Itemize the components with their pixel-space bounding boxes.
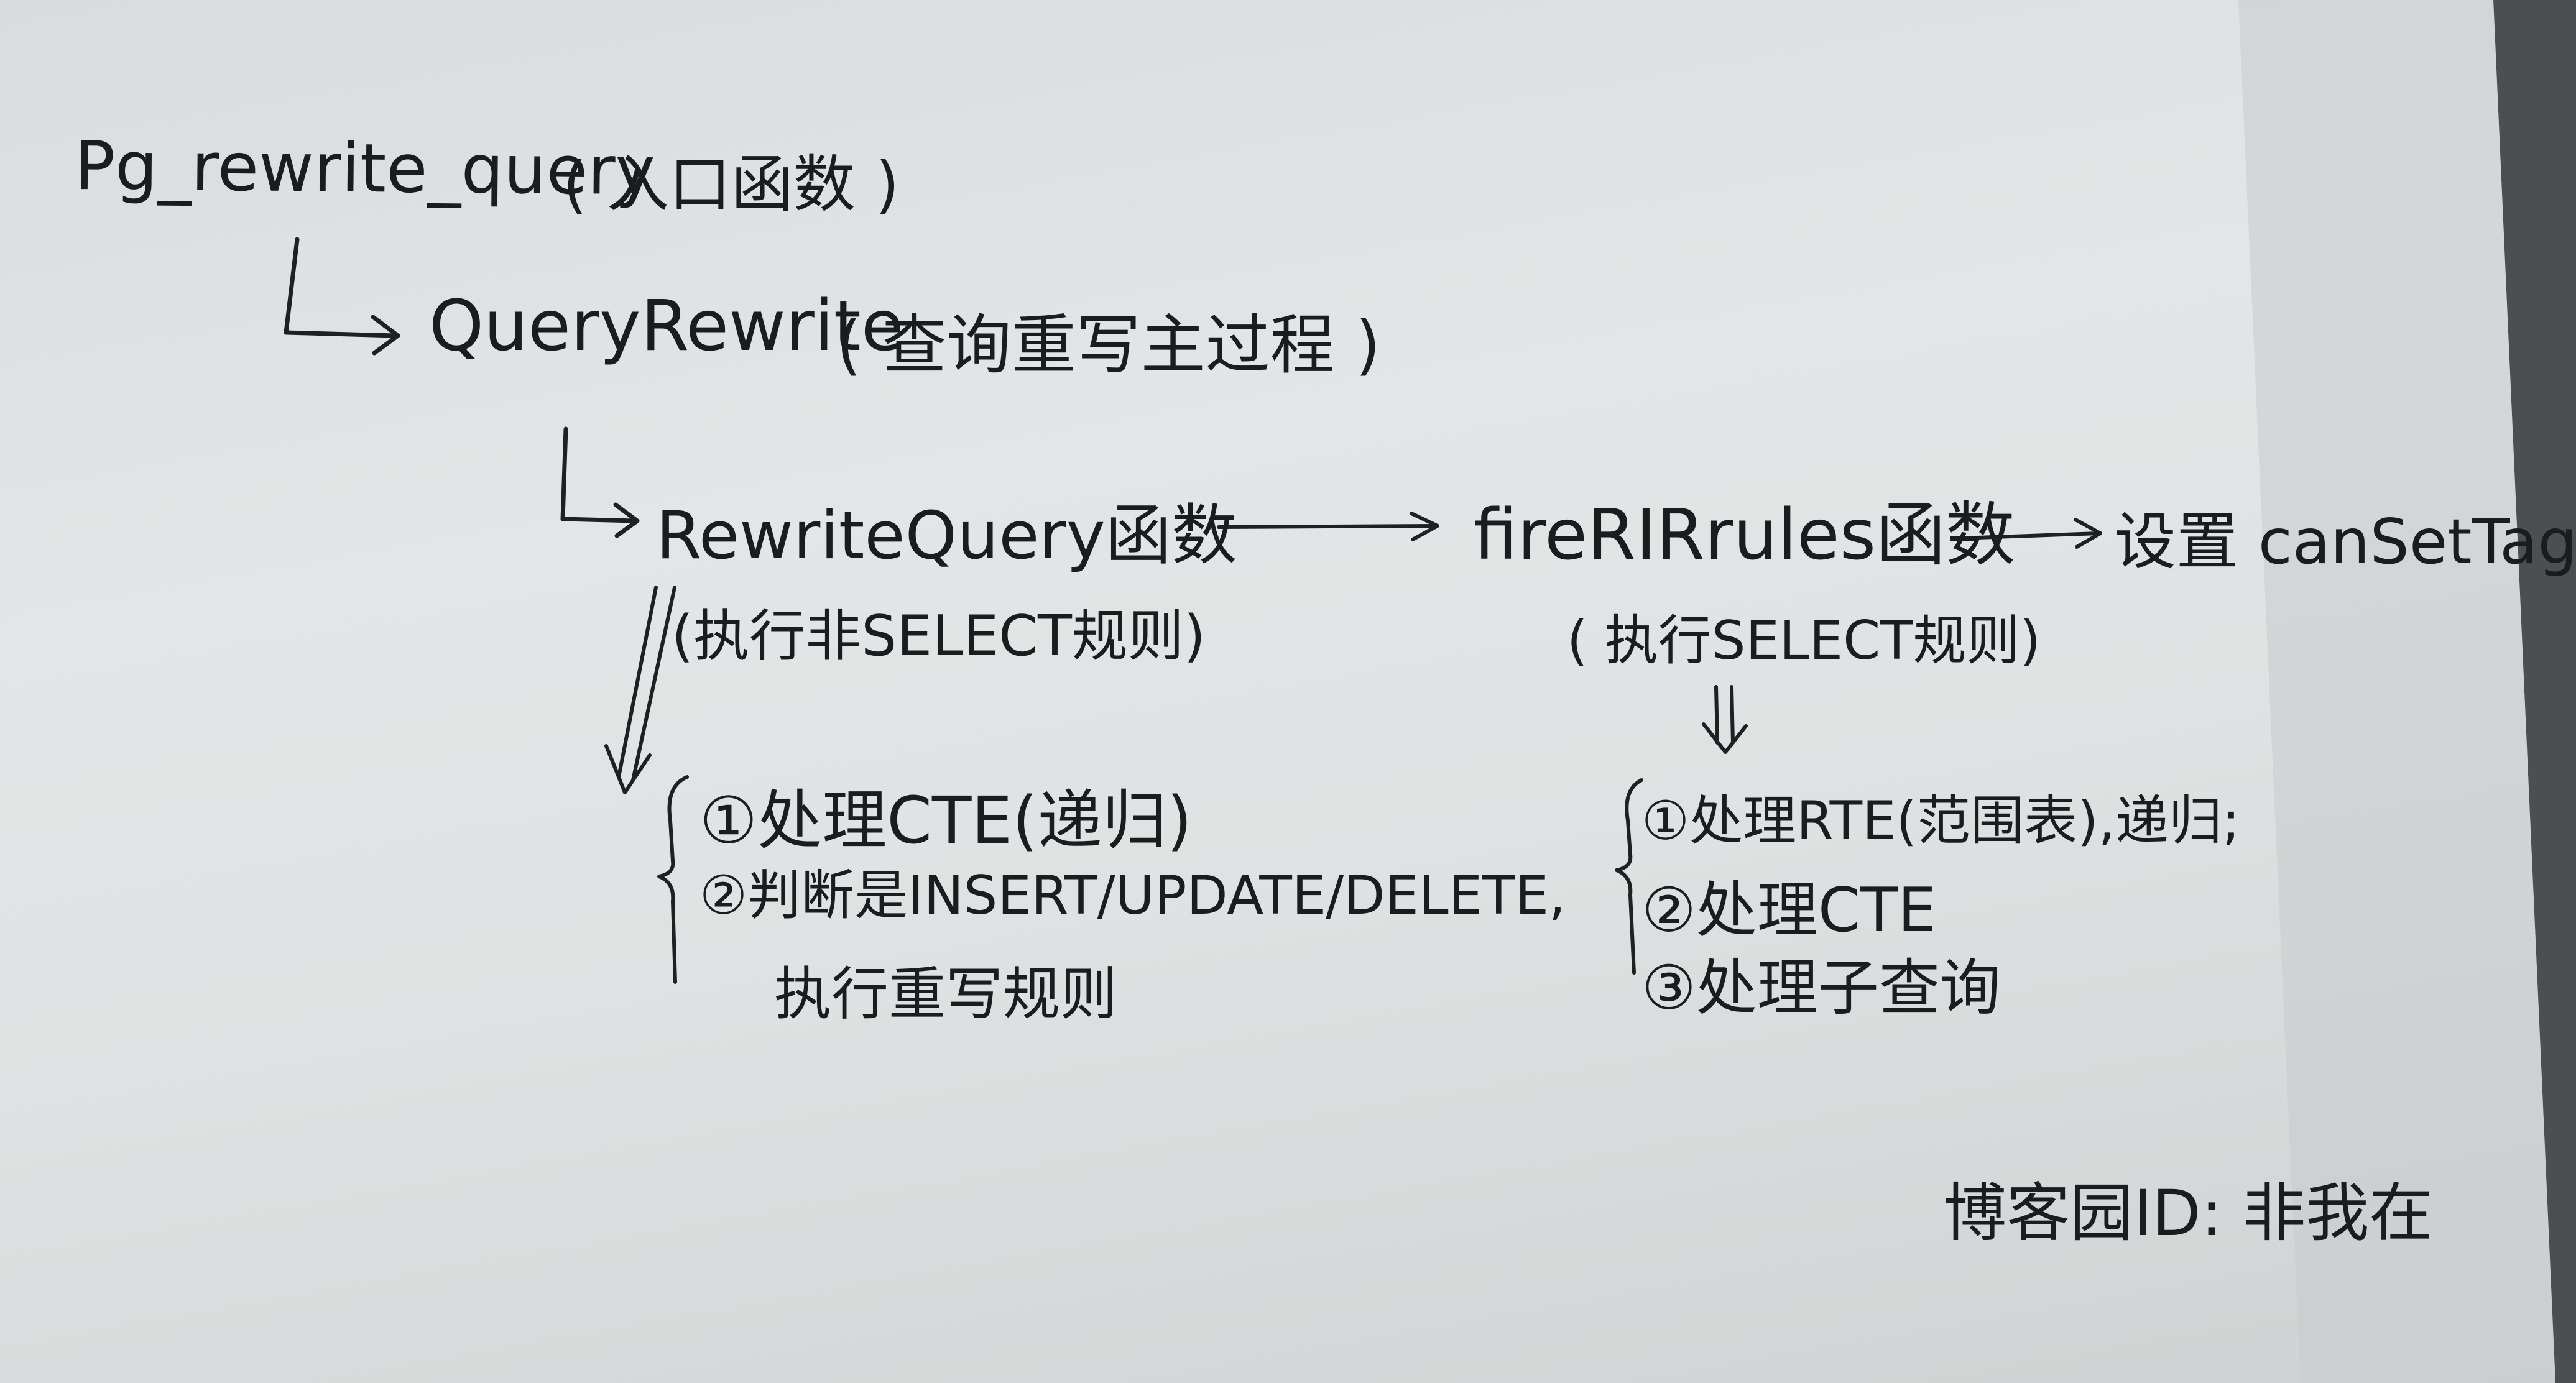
fire-rir-rules-label: fireRIRrules函数: [1474, 495, 2016, 576]
rewrite-step-2-continued: 执行重写规则: [774, 961, 1118, 1027]
elbow-arrow-1: [284, 237, 397, 338]
author-signature: 博客园ID: 非我在: [1943, 1177, 2433, 1251]
rewrite-step-1: ①处理CTE(递归): [699, 783, 1193, 858]
double-down-arrow-left: [617, 586, 676, 782]
arrow-rewrite-to-fire: [1217, 524, 1438, 529]
main-process-note: ( 查询重写主过程 ): [836, 307, 1381, 383]
entry-function-note: ( 入口函数 ): [563, 148, 900, 221]
brace-right: [1615, 778, 1643, 975]
rewrite-query-label: RewriteQuery函数: [656, 497, 1237, 574]
elbow-arrow-2: [560, 426, 637, 523]
fire-rir-step-3: ③处理子查询: [1641, 953, 2001, 1024]
fire-rir-step-1: ①处理RTE(范围表),递归;: [1641, 790, 2240, 852]
double-down-arrow-right: [1714, 685, 1735, 745]
main-process-label: QueryRewrite: [429, 286, 904, 367]
set-can-set-tag-label: 设置 canSetTag: [2114, 505, 2576, 578]
fire-rir-rules-note: ( 执行SELECT规则): [1567, 610, 2041, 672]
arrow-fire-to-settag: [1975, 531, 2100, 540]
rewrite-query-note: (执行非SELECT规则): [672, 604, 1206, 669]
fire-rir-step-2: ②处理CTE: [1641, 875, 1937, 946]
rewrite-step-2: ②判断是INSERT/UPDATE/DELETE,: [699, 865, 1566, 927]
brace-left: [657, 775, 689, 984]
